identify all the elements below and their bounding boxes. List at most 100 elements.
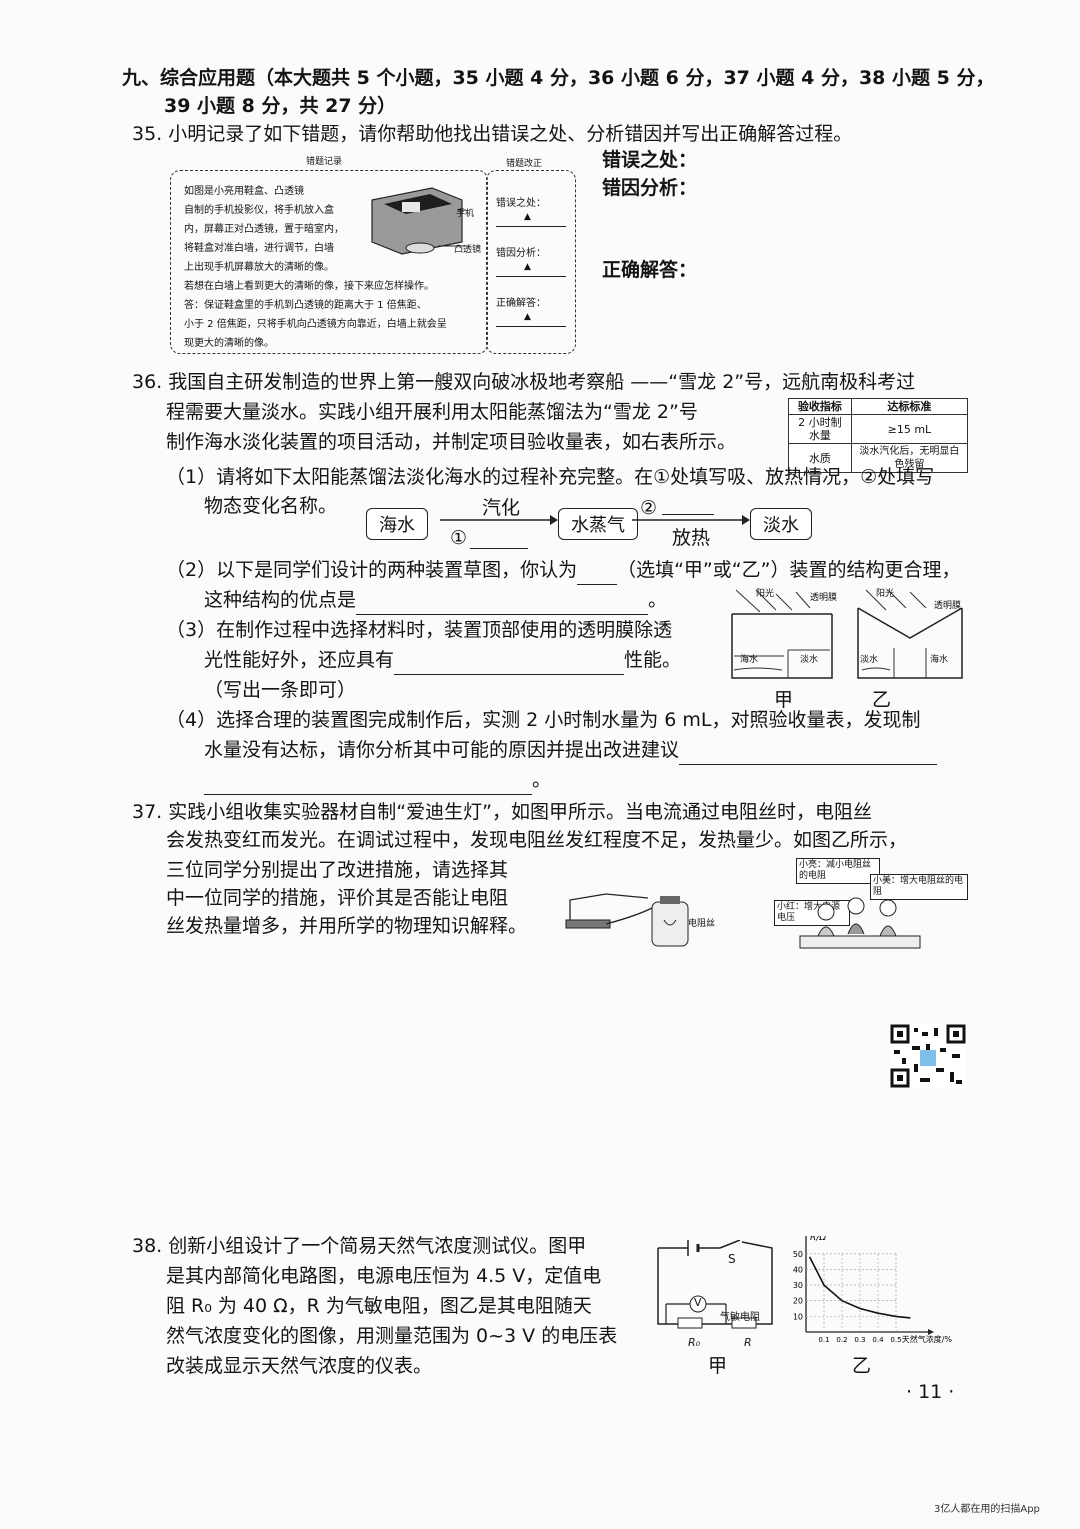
flow-arrow2-bottom: 放热 [672,527,711,549]
blank-reason-2[interactable] [204,772,532,795]
x-tick-label: 0.4 [872,1336,884,1344]
q36-sub1-line2: 物态变化名称。 [204,495,338,517]
record-title: 错题记录 [306,157,343,167]
flow-blank-2[interactable] [662,494,714,515]
gas-circuit-diagram [657,1240,773,1329]
students-figure: 小亮：减小电阻丝的电阻 小美：增大电阻丝的电阻 小红：增大电源电压 [774,858,968,952]
qr-code [890,1024,966,1088]
blank-choice[interactable] [577,562,618,585]
q35-label-cause: 错因分析： [602,177,698,199]
record-text: 如图是小亮用鞋盒、凸透镜 自制的手机投影仪，将手机放入盒 内，屏幕正对凸透镜，置… [184,186,447,349]
q35-label-answer: 正确解答： [602,259,698,281]
label-sea-jia: 海水 [740,655,759,665]
corr-item-3: 正确解答： [496,298,546,309]
section-title-line1: 九、综合应用题（本大题共 5 个小题，35 小题 4 分，36 小题 6 分，3… [122,67,995,89]
q38-line4: 然气浓度变化的图像，用测量范围为 0~3 V 的电压表 [166,1325,618,1347]
blank-advantage[interactable] [356,592,649,615]
q35-label-error: 错误之处： [602,149,698,171]
q37-line5: 丝发热量增多，并用所学的物理知识解释。 [166,915,528,937]
flow-blank-1[interactable] [470,526,528,549]
acceptance-table: 验收指标 达标标准 2 小时制水量 ≥15 mL 水质 淡水汽化后，无明显白色残… [788,398,969,473]
device-jia-sketch [731,589,833,679]
label-yi: 乙 [872,689,892,711]
x-tick-label: 0.2 [836,1336,847,1344]
x-axis-label: 天然气浓度/% [902,1334,953,1344]
edison-lamp-circuit [565,893,689,947]
y-tick-label: 30 [793,1281,803,1290]
y-tick-label: 20 [793,1297,803,1306]
bubble-xiaoliang: 小亮：减小电阻丝的电阻 [796,858,880,884]
corr-mark-1: ▲ [524,212,531,222]
y-axis-label: R/Ω [810,1236,826,1243]
y-tick-label: 10 [793,1312,803,1321]
corr-line-3 [496,326,566,327]
x-tick-label: 0.3 [854,1336,865,1344]
corr-mark-2: ▲ [524,262,531,272]
record-frame [170,170,488,354]
q38-line3: 阻 R₀ 为 40 Ω，R 为气敏电阻，图乙是其电阻随天 [166,1295,592,1317]
lens-label: 凸透镜 [454,245,482,255]
corr-mark-3: ▲ [524,312,531,322]
label-jia: 甲 [774,689,794,711]
y-tick-label: 50 [793,1250,803,1259]
bubble-xiaohong: 小红：增大电源电压 [774,900,850,926]
r-label: R [744,1336,752,1349]
label-sun-jia: 阳光 [756,589,775,599]
q36-stem-line3: 制作海水淡化装置的项目活动，并制定项目验收量表，如右表所示。 [166,431,737,453]
device-yi-sketch [857,589,963,679]
circuit-jia-label: 甲 [708,1355,728,1377]
flow-box-seawater: 海水 [366,508,428,540]
gas-resistance-graph: 10 20 30 40 50 0.1 0.2 0.3 0.4 0.5 R/Ω 天然气浓度/% [793,1236,953,1344]
r0-label: R₀ [688,1336,701,1349]
x-axis-arrow [928,1329,934,1335]
q36-sub2-line1: （2）以下是同学们设计的两种装置草图，你认为（选填“甲”或“乙”）装置的结构更合… [166,556,960,585]
flow-arrow1-top: 汽化 [482,497,521,519]
label-sun-yi: 阳光 [876,589,895,599]
q36-sub3-line1: （3）在制作过程中选择材料时，装置顶部使用的透明膜除透 [166,619,673,641]
flow-box-vapor: 水蒸气 [558,508,638,540]
corr-line-2 [496,276,566,277]
device-sketches [731,589,963,679]
q36-sub3-line2: 光性能好外，还应具有性能。 [204,646,681,675]
label-film-yi: 透明膜 [934,601,962,611]
flow-arrow-1 [440,515,558,525]
blank-reason-1[interactable] [679,742,938,765]
q35-figure: 错题记录 错题改正 如图是小亮用鞋盒、凸透镜 自制的手机投影仪，将手机放入盒 内… [166,150,580,358]
q35-stem: 35. 小明记录了如下错题，请你帮助他找出错误之处、分析错因并写出正确解答过程。 [132,123,853,145]
flow-box-freshwater: 淡水 [750,508,812,540]
students-drawing [799,897,921,949]
q37-line4: 中一位同学的措施，评价其是否能让电阻 [166,887,509,909]
phone-label: 手机 [456,209,475,219]
table-header-row: 验收指标 达标标准 [788,398,969,415]
bubble-xiaomei: 小美：增大电阻丝的电阻 [870,874,968,900]
resistance-curve [808,1256,911,1319]
q37-line1: 37. 实践小组收集实验器材自制“爱迪生灯”，如图甲所示。当电流通过电阻丝时，电… [132,801,872,823]
label-fresh-jia: 淡水 [800,655,819,665]
x-tick-label: 0.5 [890,1336,901,1344]
shoebox-projector-image [371,187,466,255]
corr-line-1 [496,226,566,227]
flow-arrow1-bottom: ① [450,527,468,549]
q36-stem-line2: 程需要大量淡水。实践小组开展利用太阳能蒸馏法为“雪龙 2”号 [166,401,698,423]
q36-sub4-line2: 水量没有达标，请你分析其中可能的原因并提出改进建议 [204,736,938,765]
flow-arrow2-top: ② [640,497,658,519]
y-tick-label: 40 [793,1265,803,1274]
blank-property[interactable] [394,652,625,675]
page-number: · 11 · [906,1381,955,1403]
table-row: 2 小时制水量 ≥15 mL [788,414,969,444]
corr-item-2: 错因分析： [496,248,546,259]
label-resistance-wire: 电阻丝 [688,919,716,929]
q38-line5: 改装成显示天然气浓度的仪表。 [166,1355,433,1377]
label-fresh-yi: 淡水 [860,655,879,665]
q36-stem-line1: 36. 我国自主研发制造的世界上第一艘双向破冰极地考察船 ——“雪龙 2”号，远… [132,371,916,393]
q36-sub1-line1: （1）请将如下太阳能蒸馏法淡化海水的过程补充完整。在①处填写吸、放热情况，②处填… [166,466,935,488]
q37-line2: 会发热变红而发光。在调试过程中，发现电阻丝发红程度不足，发热量少。如图乙所示， [166,829,908,851]
sensor-label: 气敏电阻 [720,1312,760,1323]
graph-yi-label: 乙 [852,1355,872,1377]
q36-sub4-line1: （4）选择合理的装置图完成制作后，实测 2 小时制水量为 6 mL，对照验收量表… [166,709,921,731]
correction-title: 错题改正 [506,159,543,169]
label-sea-yi: 海水 [930,655,949,665]
x-tick-label: 0.1 [818,1336,829,1344]
label-film-jia: 透明膜 [810,593,838,603]
q38-line1: 38. 创新小组设计了一个简易天然气浓度测试仪。图甲 [132,1235,587,1257]
